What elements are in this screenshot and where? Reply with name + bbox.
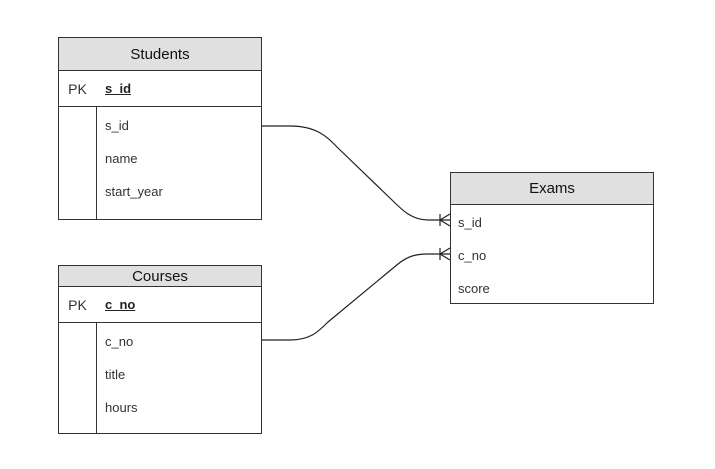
entity-courses-attr-title: title [105,367,126,382]
entity-students-pk-label: PK [68,81,87,97]
entity-students-attr-name: name [105,151,138,166]
entity-students-pk-field: s_id [105,81,132,96]
entity-students-attributes: s_id name start_year [59,107,261,219]
crows-foot-many-icon [439,247,451,261]
relationship-courses-exams-line[interactable] [262,253,450,341]
entity-courses-attributes: c_no title hours [59,323,261,433]
entity-students-attr-s-id: s_id [105,118,129,133]
entity-students-pk-row: PK s_id [59,71,261,107]
entity-students-divider [96,107,97,219]
entity-students-attr-start-year: start_year [105,184,163,199]
entity-exams-title: Exams [529,180,575,197]
entity-courses-header: Courses [59,266,261,287]
entity-students-title: Students [130,46,190,63]
entity-exams-attributes: s_id c_no score [451,205,653,303]
entity-courses[interactable]: Courses PK c_no c_no title hours [58,265,262,434]
crows-foot-many-icon [439,213,451,227]
entity-courses-divider [96,323,97,433]
entity-courses-title: Courses [132,268,188,285]
relationship-courses-exams[interactable] [262,247,451,341]
entity-courses-pk-label: PK [68,297,87,313]
entity-courses-attr-c-no: c_no [105,334,134,349]
entity-students-header: Students [59,38,261,71]
entity-courses-attr-hours: hours [105,400,138,415]
entity-exams-header: Exams [451,173,653,205]
entity-exams-attr-c-no: c_no [458,248,487,263]
entity-exams[interactable]: Exams s_id c_no score [450,172,654,304]
relationship-students-exams-line[interactable] [262,125,450,221]
entity-exams-attr-score: score [458,281,490,296]
relationship-students-exams[interactable] [262,125,451,227]
entity-exams-attr-s-id: s_id [458,215,482,230]
entity-courses-pk-row: PK c_no [59,287,261,323]
entity-courses-pk-field: c_no [105,297,136,312]
entity-students[interactable]: Students PK s_id s_id name start_year [58,37,262,220]
